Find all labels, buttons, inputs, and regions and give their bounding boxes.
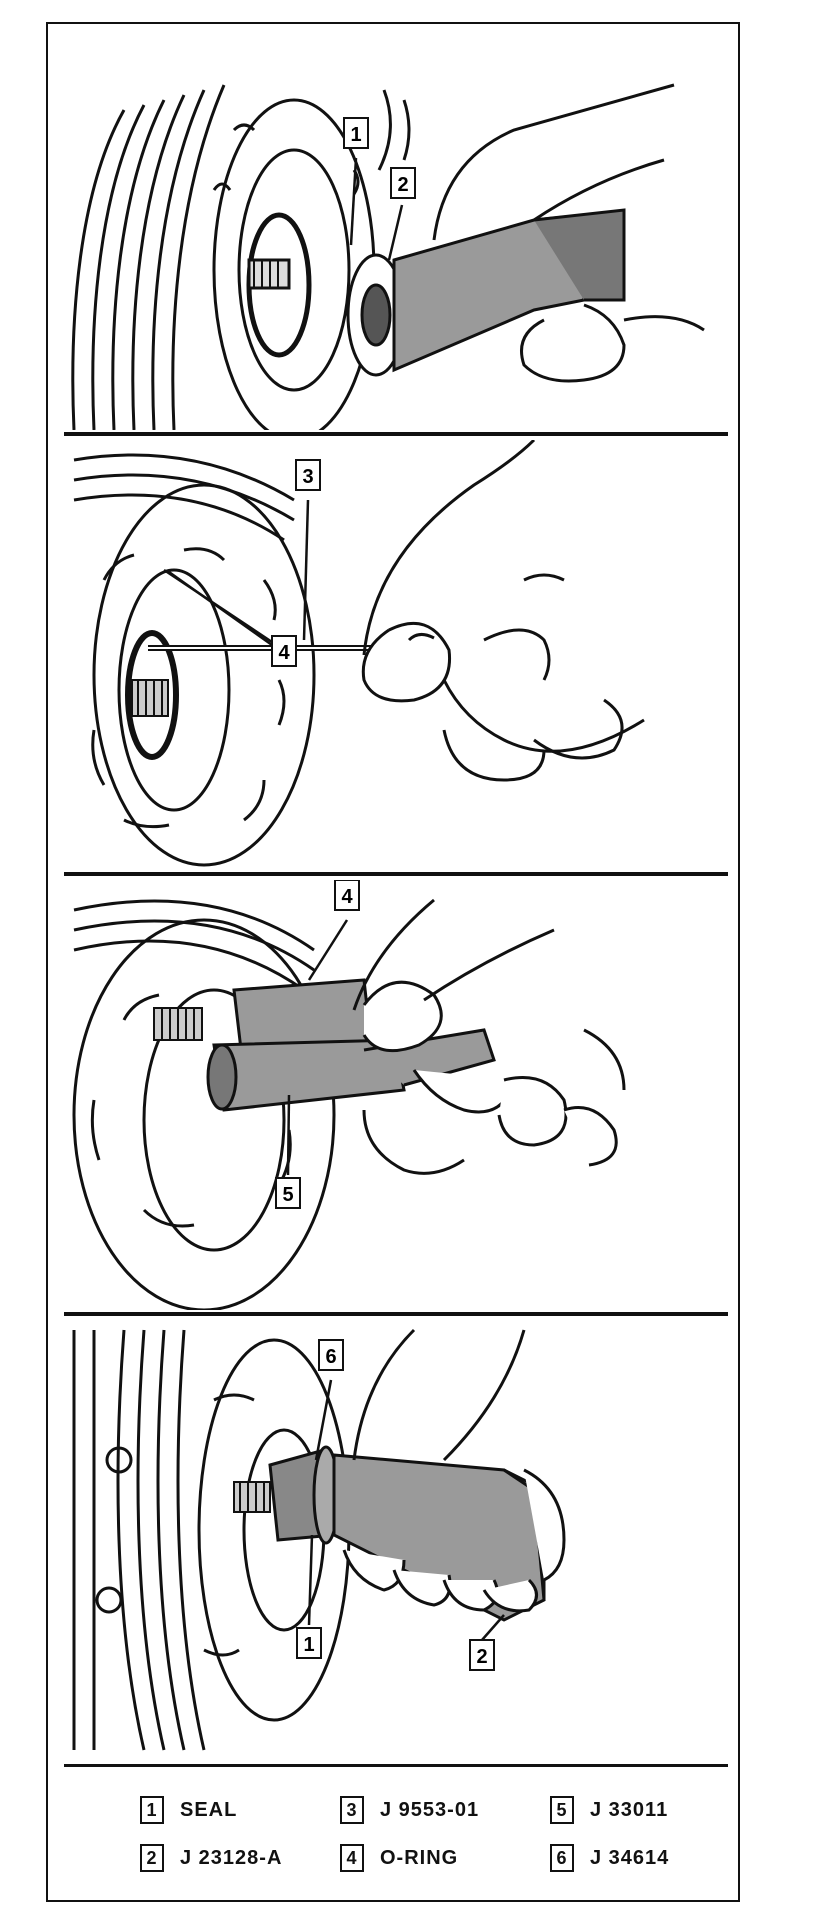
panel-seal-install: 1 2 <box>64 70 728 430</box>
panel-1-illustration: 1 2 <box>71 83 705 430</box>
callout-4-lower: 4 <box>334 880 360 911</box>
panel-divider-3 <box>64 1312 728 1316</box>
legend-key-4: 4 <box>340 1844 364 1872</box>
legend-item-3: 3 J 9553-01 <box>340 1796 479 1824</box>
legend-label-1: SEAL <box>180 1798 238 1821</box>
callout-2-bottom: 2 <box>469 1639 495 1671</box>
svg-text:1: 1 <box>303 1634 314 1656</box>
legend-item-1: 1 SEAL <box>140 1796 237 1824</box>
legend-key-5: 5 <box>550 1796 574 1824</box>
svg-text:1: 1 <box>350 124 361 146</box>
callout-4-middle: 4 <box>271 635 297 667</box>
legend-item-5: 5 J 33011 <box>550 1796 668 1824</box>
callout-6: 6 <box>318 1339 344 1371</box>
panel-2-illustration: 3 4 <box>73 440 645 867</box>
legend-label-2: J 23128-A <box>180 1846 283 1869</box>
svg-text:2: 2 <box>397 174 408 196</box>
callout-2-top: 2 <box>390 167 416 199</box>
callout-1-top: 1 <box>343 117 369 149</box>
panel-oring-install: 4 5 <box>64 880 728 1310</box>
legend-label-4: O-RING <box>380 1846 459 1869</box>
svg-text:6: 6 <box>325 1346 336 1368</box>
legend-key-6: 6 <box>550 1844 574 1872</box>
legend-item-4: 4 O-RING <box>340 1844 458 1872</box>
callout-1-bottom: 1 <box>296 1627 322 1659</box>
svg-text:2: 2 <box>476 1646 487 1668</box>
callout-3: 3 <box>295 459 321 491</box>
legend-label-6: J 34614 <box>590 1846 670 1869</box>
panel-4-illustration: 6 1 2 <box>72 1328 566 1751</box>
panel-3-illustration: 4 5 <box>72 880 626 1310</box>
svg-text:4: 4 <box>278 642 290 664</box>
legend-item-2: 2 J 23128-A <box>140 1844 282 1872</box>
legend-key-2: 2 <box>140 1844 164 1872</box>
legend-item-6: 6 J 34614 <box>550 1844 669 1872</box>
callout-5: 5 <box>275 1177 301 1209</box>
legend-key-1: 1 <box>140 1796 164 1824</box>
legend-key-3: 3 <box>340 1796 364 1824</box>
figure-frame <box>46 22 740 1902</box>
svg-text:5: 5 <box>282 1184 293 1206</box>
svg-text:4: 4 <box>341 886 353 908</box>
legend-label-5: J 33011 <box>590 1798 669 1821</box>
legend-label-3: J 9553-01 <box>380 1798 480 1821</box>
svg-text:3: 3 <box>302 466 313 488</box>
panel-divider-4 <box>64 1764 728 1767</box>
panel-seal-protector: 6 1 2 <box>64 1320 728 1760</box>
panel-divider-2 <box>64 872 728 876</box>
legend: 1 SEAL 2 J 23128-A 3 J 9553-01 4 O-RING … <box>140 1796 720 1886</box>
panel-divider-1 <box>64 432 728 436</box>
panel-oring-remove: 3 4 <box>64 440 728 870</box>
